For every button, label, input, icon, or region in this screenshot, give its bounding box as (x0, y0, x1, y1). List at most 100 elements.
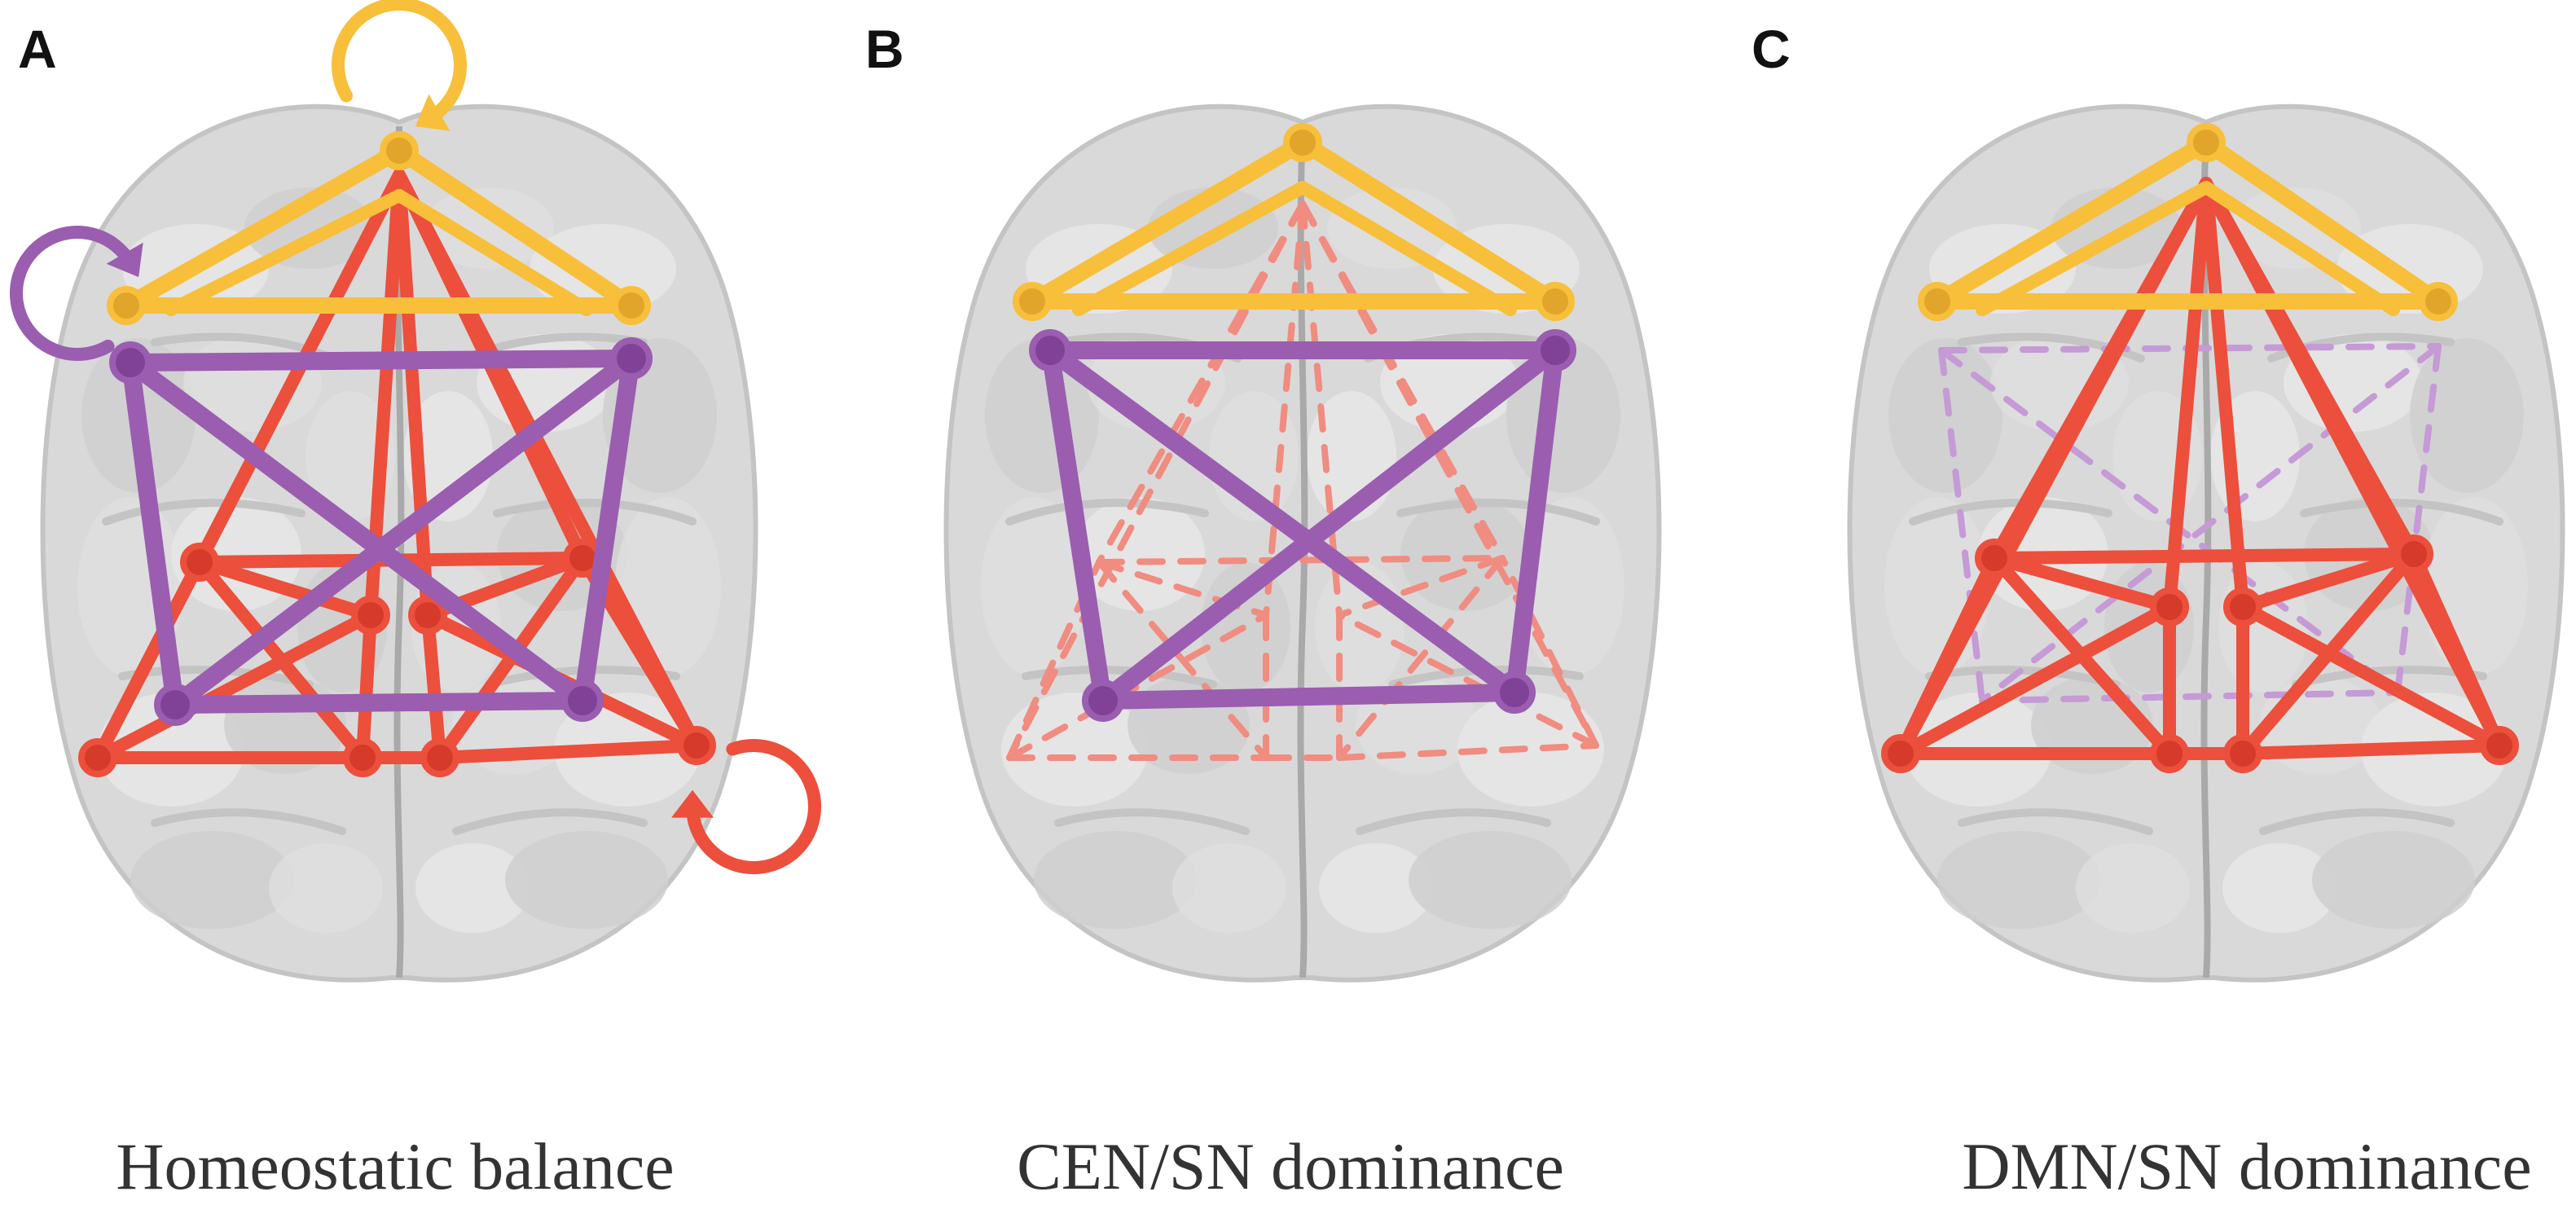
loop-arc (10, 226, 137, 361)
sn-inner-lines (165, 189, 593, 316)
dmn-node (351, 596, 390, 635)
brain-sulcus (2259, 808, 2455, 835)
brain-gyrus (2076, 843, 2190, 933)
cen-edge (1041, 341, 1523, 701)
brain-sulcus (2300, 499, 2503, 526)
cen-edge (1041, 341, 1112, 710)
dmn-node (408, 596, 447, 635)
sn-node (1918, 282, 1957, 321)
brain-sulcus (1958, 808, 2153, 835)
cen-network (121, 350, 640, 714)
brain-sulcus (1356, 808, 1551, 835)
dmn-node (420, 738, 459, 777)
caption-a: Homeostatic balance (116, 1129, 675, 1203)
brain-gyrus (2218, 562, 2308, 693)
dmn-edge (2200, 177, 2249, 613)
network-diagram-a (10, 0, 821, 983)
dmn-edge (1096, 200, 1306, 565)
network-diagram-c (1847, 103, 2565, 983)
sn-edge (1024, 134, 1311, 310)
dmn-edge (1894, 600, 2176, 760)
brain-gyrus (1075, 497, 1205, 611)
dmn-edge (393, 169, 703, 752)
cen-edge (1094, 341, 1564, 710)
brain-gyrus (1034, 831, 1197, 929)
dmn-edge (1263, 200, 1306, 618)
sn-network (1024, 134, 1563, 310)
sn-node (1536, 282, 1575, 321)
brain-gyrus (269, 843, 383, 933)
dmn-node (78, 738, 117, 777)
cen-edge (121, 350, 640, 372)
sn-node (2187, 123, 2226, 162)
dmn-edge (1988, 552, 2176, 613)
cen-edge (1094, 684, 1523, 710)
sn-self-loop (332, 0, 467, 131)
dmn-edge (2163, 177, 2213, 613)
arrowhead-icon (415, 94, 451, 131)
sn-node (612, 286, 651, 325)
sn-edge (1072, 181, 1309, 316)
sn-edge (393, 189, 593, 316)
dmn-edge (2236, 739, 2506, 760)
dmn-edge (1006, 612, 1269, 761)
dmn-edge (91, 169, 406, 764)
brain-gyrus (2422, 497, 2528, 676)
cen-node (610, 337, 653, 380)
dmn-edge (1299, 200, 1506, 561)
brain-gyrus (1319, 843, 1433, 933)
brain-sulcus (151, 808, 346, 835)
panel-a: A Homeostatic balance (0, 0, 859, 1203)
dmn-network (1894, 177, 2506, 760)
sn-edge (391, 143, 640, 314)
arrowhead-icon (671, 789, 714, 818)
loop-arc (332, 0, 467, 125)
sn-inner-lines (1976, 181, 2400, 316)
sn-nodes (1918, 123, 2458, 321)
cen-edge (1938, 347, 2401, 696)
sn-edge (165, 189, 406, 316)
cen-node (154, 684, 196, 726)
brain-gyrus (1400, 497, 1531, 611)
dmn-edge (1096, 559, 1269, 761)
sn-network (1929, 134, 2446, 310)
panel-letter-a: A (18, 19, 57, 79)
dmn-node (677, 726, 716, 765)
dmn-edge (356, 609, 377, 764)
cen-edge (1506, 341, 1564, 701)
dmn-edge (1299, 200, 1343, 618)
brain-sulcus (1054, 808, 1250, 835)
brain-gyrus (415, 843, 530, 933)
brain-gyrus (1519, 497, 1624, 676)
dmn-edge (2200, 177, 2506, 752)
sn-edge (2198, 134, 2446, 310)
arrowhead-icon (106, 242, 143, 278)
brain-sulcus (1396, 499, 1600, 526)
dmn-edge (2236, 600, 2506, 752)
sn-node (1013, 282, 1052, 321)
dmn-self-loop (671, 739, 821, 874)
dmn-node (343, 738, 382, 777)
brain-gyrus (1001, 693, 1148, 807)
cen-nodes (1029, 329, 1576, 722)
sn-nodes (1013, 123, 1575, 321)
sn-node (1283, 123, 1322, 162)
brain-gyrus (2410, 338, 2524, 493)
cen-edge (166, 692, 591, 714)
dmn-edge (1988, 548, 2420, 565)
sn-edge (1976, 181, 2213, 316)
sn-node (107, 286, 146, 325)
dmn-node (1881, 734, 1920, 773)
dmn-nodes (1881, 534, 2519, 773)
brain-sulcus (493, 499, 697, 526)
brain-gyrus (2104, 562, 2194, 693)
cen-edge (1979, 343, 2442, 704)
sn-edge (2200, 181, 2400, 316)
brain-gyrus (1409, 831, 1572, 929)
sn-edge (1296, 181, 1517, 316)
panel-letter-b: B (865, 19, 904, 79)
cen-edge (121, 354, 591, 710)
dmn-edge (433, 739, 703, 764)
dmn-edge (1336, 612, 1599, 749)
brain-sulcus (452, 808, 648, 835)
